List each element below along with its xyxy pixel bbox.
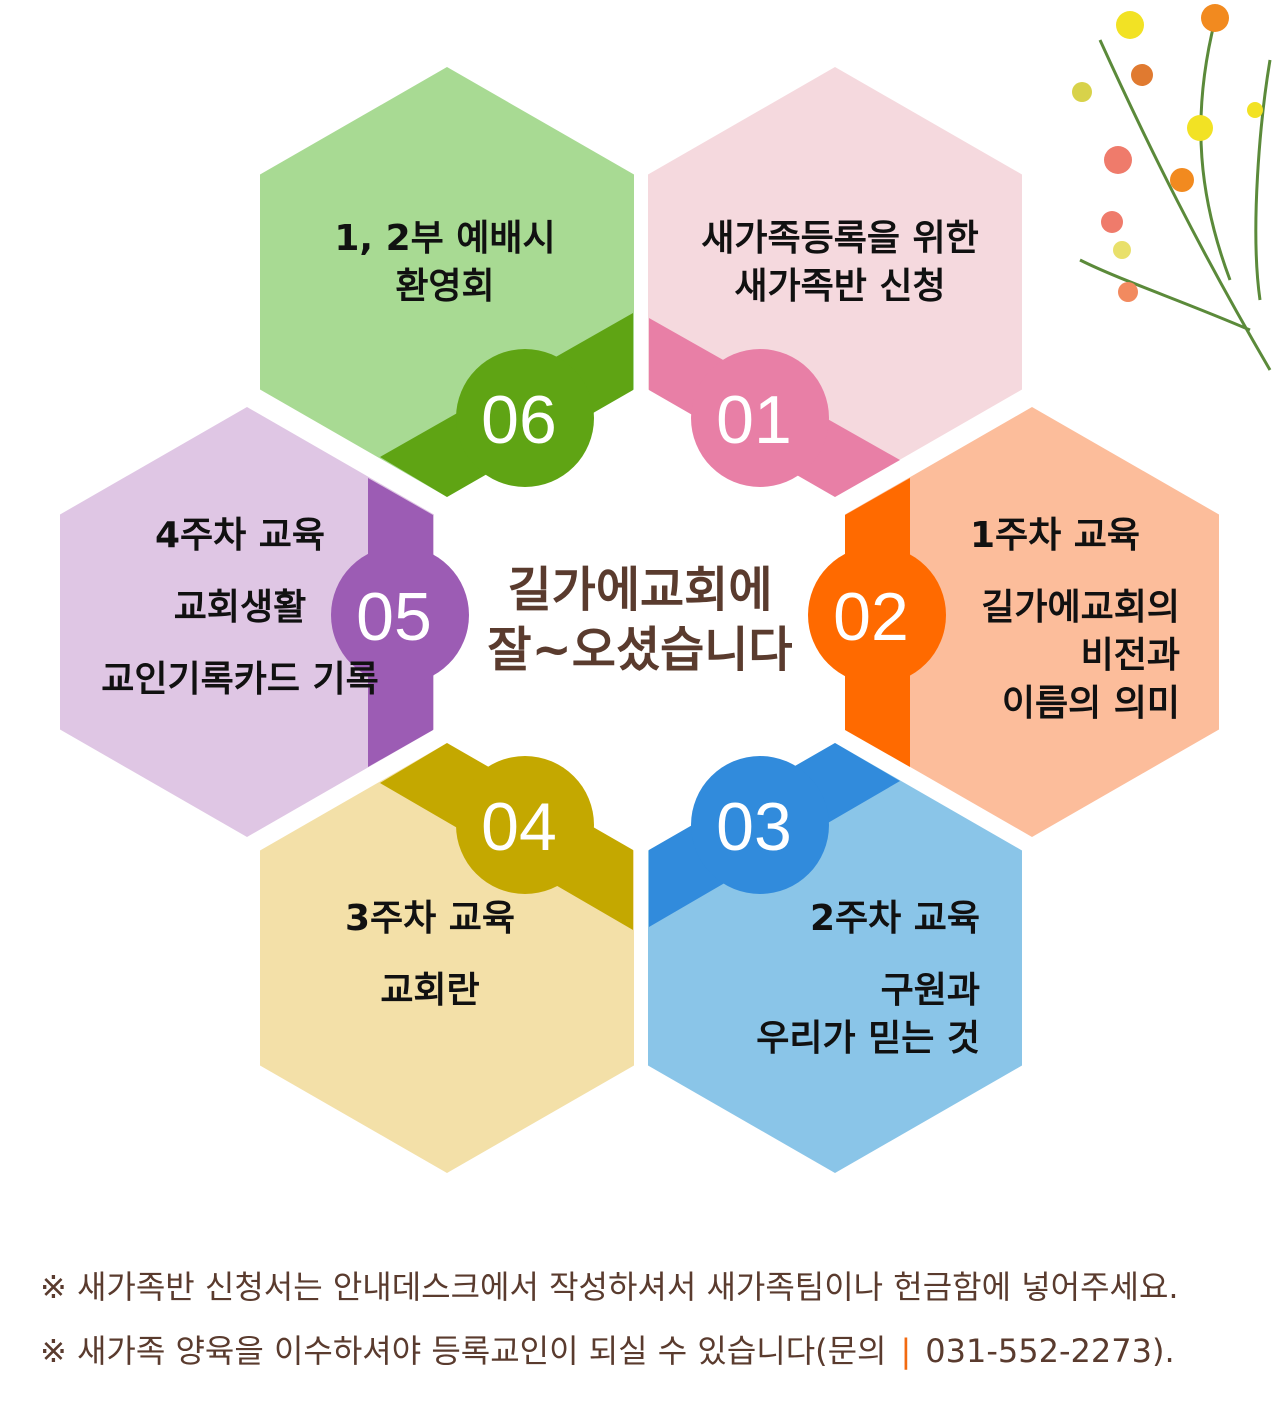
center-title-line: 길가에교회에	[507, 562, 773, 618]
step-number: 03	[716, 789, 792, 865]
step-text-line: 환영회	[395, 266, 495, 307]
step-number: 02	[833, 579, 909, 655]
step-text-line: 비전과	[1080, 635, 1180, 676]
number-circle	[456, 756, 594, 894]
step-05: 05	[60, 407, 469, 837]
step-text-line: 2주차 교육	[809, 898, 980, 939]
number-circle	[808, 546, 946, 684]
step-04: 04	[260, 743, 634, 1173]
flower-decoration-icon	[1072, 4, 1272, 371]
step-06: 06	[260, 67, 634, 497]
step-text-line: 길가에교회의	[981, 587, 1180, 628]
center-title-line: 잘~오셨습니다	[487, 622, 793, 678]
step-text-line: 새가족등록을 위한	[701, 218, 979, 259]
step-number: 06	[481, 382, 557, 458]
step-text-line: 구원과	[880, 970, 980, 1011]
separator: |	[900, 1332, 912, 1370]
note-1: ※ 새가족반 신청서는 안내데스크에서 작성하셔서 새가족팀이나 헌금함에 넣어…	[40, 1268, 1179, 1306]
step-02: 02	[808, 407, 1219, 837]
step-text-line: 이름의 의미	[1001, 683, 1180, 724]
step-text-line: 1, 2부 예배시	[334, 218, 556, 259]
step-01: 01	[648, 67, 1022, 497]
phone-number: 031-552-2273).	[925, 1332, 1175, 1370]
note-2: ※ 새가족 양육을 이수하셔야 등록교인이 되실 수 있습니다(문의 | 031-5…	[40, 1326, 1175, 1372]
step-text-line: 우리가 믿는 것	[756, 1018, 980, 1059]
hexagon	[845, 407, 1219, 837]
note-2-text: ※ 새가족 양육을 이수하셔야 등록교인이 되실 수 있습니다(문의	[40, 1332, 887, 1370]
step-number: 01	[716, 382, 792, 458]
step-text-line: 새가족반 신청	[734, 266, 946, 307]
center-title: 길가에교회에 잘~오셨습니다	[470, 560, 810, 680]
step-text-line: 교회란	[380, 970, 480, 1011]
step-text-line: 교인기록카드 기록	[101, 659, 379, 700]
number-circle	[691, 349, 829, 487]
step-number: 04	[481, 789, 557, 865]
step-text-line: 교회생활	[173, 587, 307, 628]
number-circle	[331, 546, 469, 684]
step-03: 03	[648, 743, 1022, 1173]
number-circle	[691, 756, 829, 894]
step-text-line: 1주차 교육	[969, 515, 1141, 556]
number-circle	[456, 349, 594, 487]
hexagon	[60, 407, 434, 837]
step-number: 05	[356, 579, 432, 655]
step-text-line: 4주차 교육	[154, 515, 326, 556]
step-text-line: 3주차 교육	[344, 898, 516, 939]
